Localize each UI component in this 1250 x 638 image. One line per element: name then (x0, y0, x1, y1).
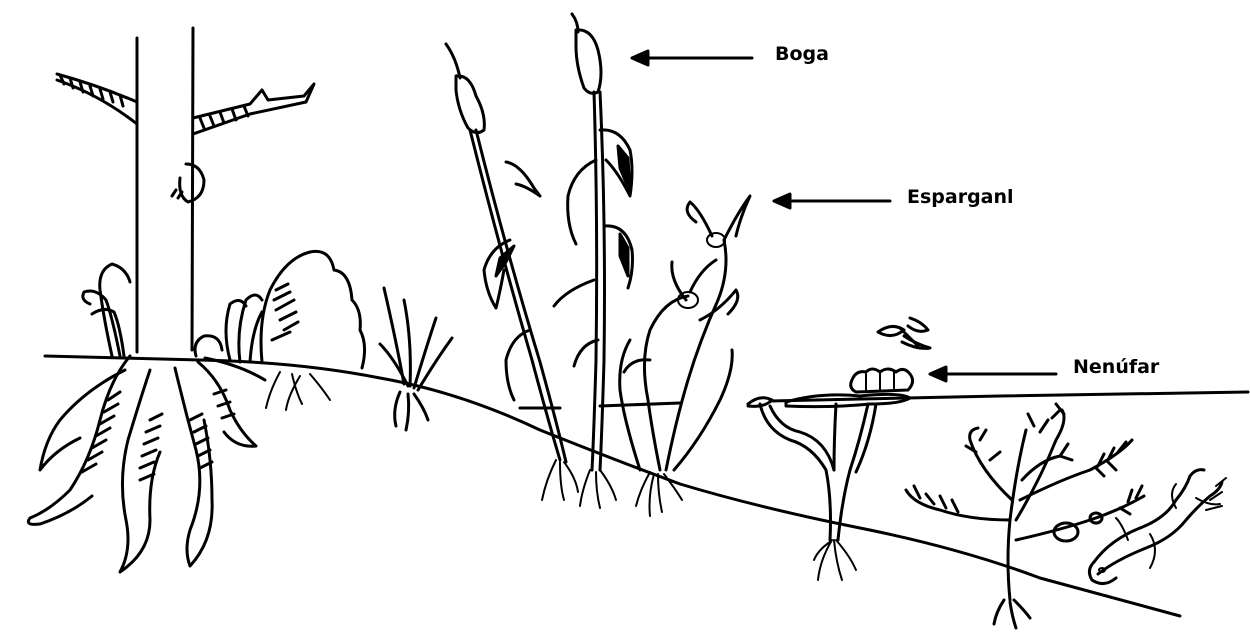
cattail-left (446, 44, 578, 500)
newt (1089, 470, 1226, 584)
arrow-esparganl (774, 194, 890, 208)
cattail-right (554, 14, 633, 508)
tree-roots (28, 356, 265, 572)
arrow-nenufar (930, 367, 1056, 381)
label-esparganl: Esparganl (907, 186, 1014, 208)
label-boga: Boga (775, 43, 829, 65)
fern-left (83, 264, 130, 356)
arrow-boga (632, 51, 752, 65)
bur-reed (620, 196, 750, 516)
submerged-plant (906, 404, 1144, 628)
bush (261, 251, 365, 410)
small-herbs (195, 295, 262, 362)
label-nenufar: Nenúfar (1073, 356, 1159, 378)
tree (57, 28, 314, 352)
grass-clump (380, 288, 452, 430)
dragonfly (878, 318, 930, 348)
